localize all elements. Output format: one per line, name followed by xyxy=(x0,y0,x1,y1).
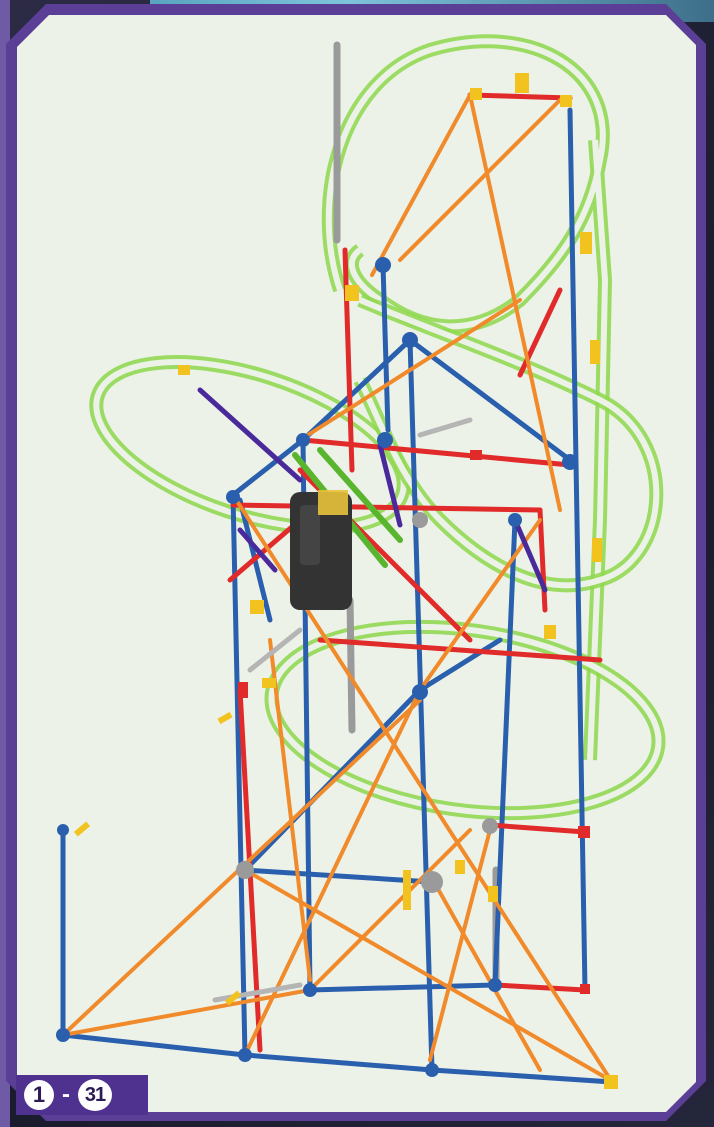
motor-unit xyxy=(290,490,352,610)
step-separator: - xyxy=(62,1081,70,1108)
red-frame-rods xyxy=(227,92,603,1053)
left-decorative-strip xyxy=(0,0,10,1127)
purple-rods xyxy=(197,387,548,593)
hub-connectors xyxy=(56,257,578,1077)
red-connectors xyxy=(238,450,590,994)
yellow-connectors xyxy=(73,73,618,1089)
grey-hub-connectors xyxy=(236,512,498,893)
step-number-badge: 1 - 31 xyxy=(16,1075,148,1115)
step-number: 31 xyxy=(78,1079,112,1111)
section-number: 1 xyxy=(24,1080,54,1110)
